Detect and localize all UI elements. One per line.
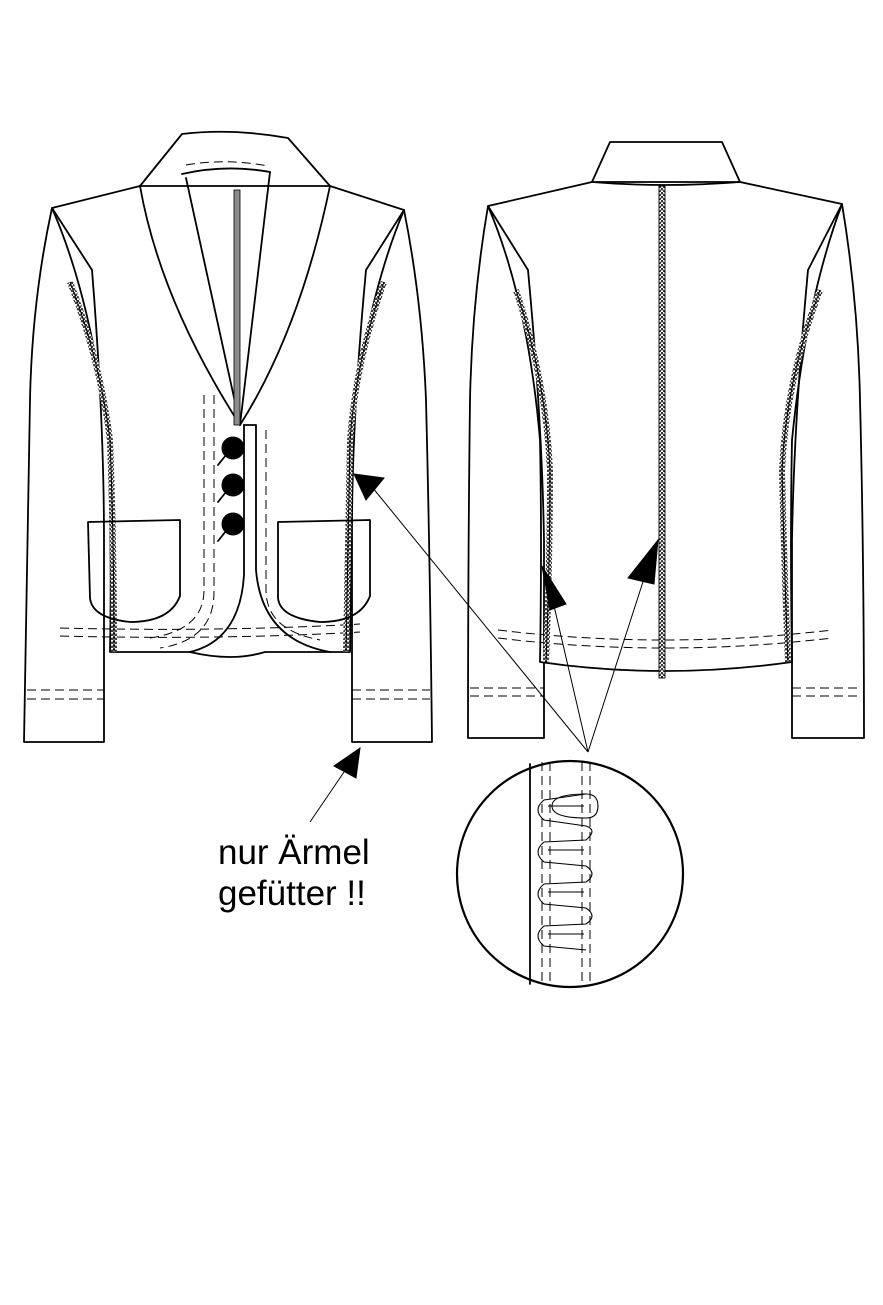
front-left-lapel: [139, 177, 241, 426]
front-right-sleeve: [351, 209, 433, 743]
front-right-lapel: [239, 171, 331, 426]
sleeve-lining-note: nur Ärmel gefütter !!: [218, 832, 370, 914]
jacket-front-view: [23, 130, 433, 743]
front-left-pocket: [87, 519, 181, 623]
center-back-seam: [658, 185, 666, 679]
front-right-pocket: [277, 519, 371, 623]
sleeve-callout: [309, 746, 361, 823]
jacket-back-view: [467, 141, 865, 739]
button-1: [221, 436, 245, 460]
note-line-1: nur Ärmel: [218, 833, 370, 872]
back-left-sleeve: [467, 205, 545, 739]
front-buttons: [217, 436, 245, 542]
center-front-seam: [233, 189, 241, 426]
back-right-sleeve: [791, 203, 865, 739]
arrowhead-sleeve: [333, 746, 361, 779]
seam-callout-lines: [353, 473, 659, 753]
front-left-sleeve: [23, 207, 105, 743]
back-right-princess-seam: [778, 288, 823, 663]
overlock-stitch-detail: [551, 793, 599, 819]
arrowhead-center-back-seam: [627, 538, 659, 585]
front-neckline: [181, 167, 271, 175]
stitch-detail-magnifier: [455, 759, 685, 989]
back-collar: [591, 141, 741, 186]
arrowhead-back-left-seam: [541, 565, 567, 611]
back-body: [487, 181, 843, 672]
note-line-2: gefütter !!: [218, 874, 366, 913]
arrowhead-front-seam: [353, 473, 385, 501]
button-2: [221, 473, 245, 497]
front-collar: [139, 130, 331, 187]
button-3: [221, 512, 245, 536]
